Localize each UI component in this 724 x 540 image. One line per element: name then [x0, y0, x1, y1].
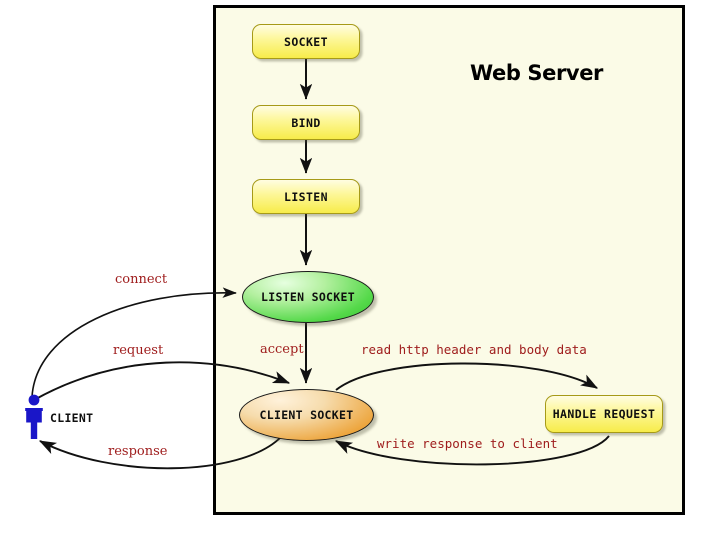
node-bind-label: BIND [291, 115, 321, 130]
edge-client-to-client-socket [33, 361, 291, 401]
web-server-title: Web Server [470, 61, 604, 85]
edge-handle-request-to-client-socket [334, 435, 610, 466]
node-bind[interactable]: BIND [252, 105, 360, 140]
node-client-socket-label: CLIENT SOCKET [259, 408, 354, 422]
edge-label-request: request [113, 343, 164, 358]
node-socket-label: SOCKET [284, 34, 328, 49]
node-client-socket[interactable]: CLIENT SOCKET [239, 389, 374, 441]
edge-label-connect: connect [115, 272, 168, 287]
edge-label-read-http: read http header and body data [361, 342, 587, 357]
node-listen-label: LISTEN [284, 189, 328, 204]
node-handle-request[interactable]: HANDLE REQUEST [545, 395, 663, 433]
node-listen-socket-label: LISTEN SOCKET [261, 290, 355, 304]
client-actor-icon [25, 394, 43, 439]
edge-client-to-listen-socket [31, 287, 237, 398]
node-handle-request-label: HANDLE REQUEST [552, 407, 656, 421]
edge-label-write-response: write response to client [377, 436, 558, 451]
edge-client-socket-to-client [38, 436, 282, 470]
node-listen[interactable]: LISTEN [252, 179, 360, 214]
client-actor-label: CLIENT [50, 411, 94, 425]
edge-client-socket-to-handle-request [335, 362, 598, 391]
edge-label-accept: accept [260, 342, 304, 357]
node-socket[interactable]: SOCKET [252, 24, 360, 59]
node-listen-socket[interactable]: LISTEN SOCKET [242, 271, 374, 323]
edge-label-response: response [108, 444, 168, 459]
